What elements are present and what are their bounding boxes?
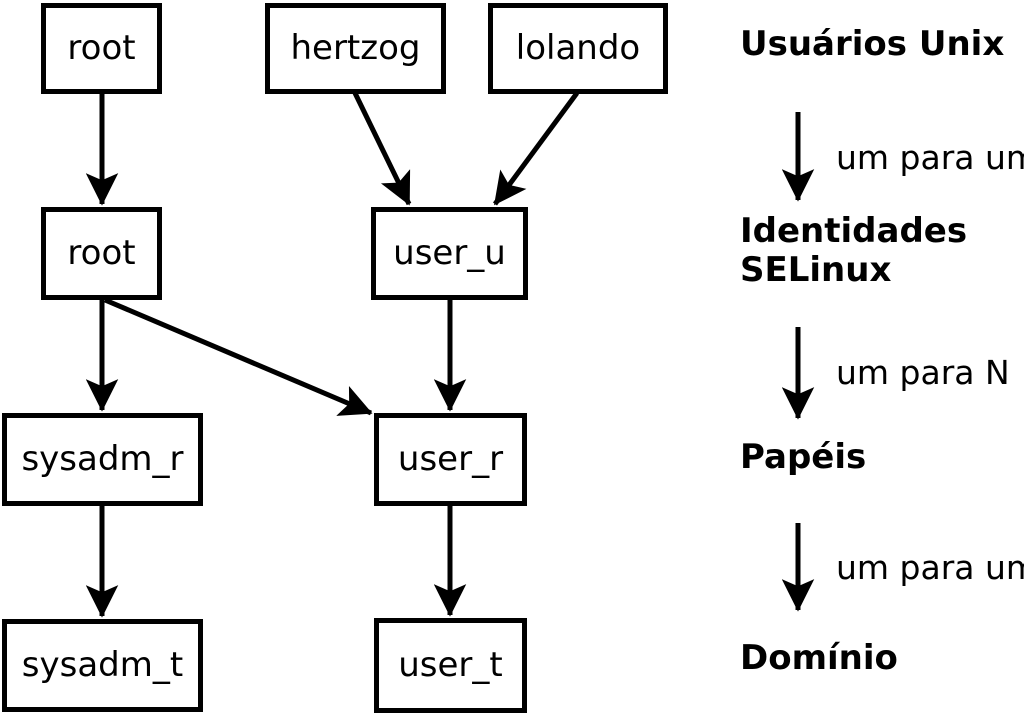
legend-um-para-um-2: um para um <box>836 548 1024 587</box>
node-user-r-label: user_r <box>397 438 504 479</box>
legend-um-para-n: um para N <box>836 353 1010 392</box>
node-sysadm-t-label: sysadm_t <box>21 644 184 685</box>
node-user-u-label: user_u <box>393 232 506 273</box>
arrow-hertzog-to-useru <box>352 91 412 206</box>
node-sysadm-t: sysadm_t <box>2 619 203 712</box>
node-sysadm-r: sysadm_r <box>2 413 203 506</box>
node-lolando: lolando <box>488 3 668 94</box>
legend-identidades-line2: SELinux <box>740 250 892 290</box>
node-root-unix: root <box>41 3 162 94</box>
node-root-selinux-label: root <box>67 232 136 273</box>
legend-papeis: Papéis <box>740 437 867 477</box>
arrow-lolando-to-useru <box>492 91 580 206</box>
legend-usuarios-unix: Usuários Unix <box>740 24 1005 64</box>
node-user-t-label: user_t <box>398 644 503 685</box>
node-hertzog-label: hertzog <box>290 27 421 68</box>
node-user-u: user_u <box>371 207 528 300</box>
node-root-selinux: root <box>41 207 162 300</box>
legend-um-para-um-1: um para um <box>836 138 1024 177</box>
node-lolando-label: lolando <box>515 27 641 68</box>
node-user-r: user_r <box>374 413 527 506</box>
legend-identidades-line1: Identidades <box>740 211 968 251</box>
node-hertzog: hertzog <box>265 3 446 94</box>
arrow-rootselinux-to-userr <box>104 297 373 416</box>
node-user-t: user_t <box>374 618 527 713</box>
node-sysadm-r-label: sysadm_r <box>21 438 184 479</box>
legend-dominio: Domínio <box>740 638 898 678</box>
node-root-unix-label: root <box>67 27 136 68</box>
